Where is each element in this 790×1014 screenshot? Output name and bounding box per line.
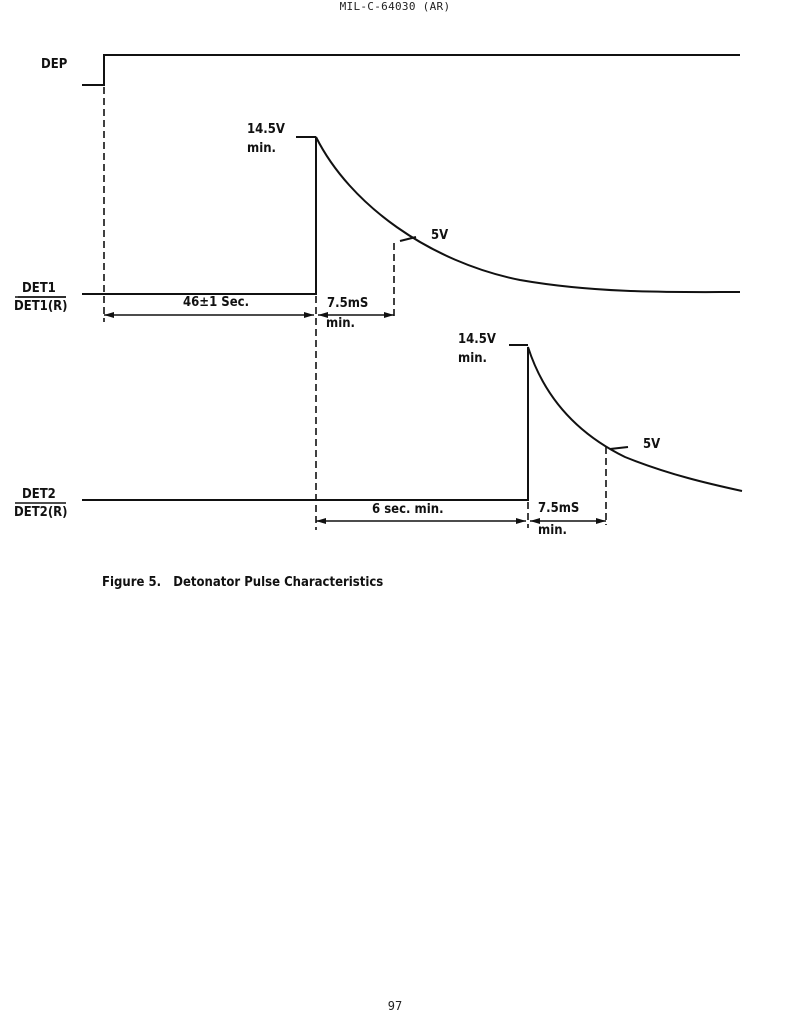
- det1-threshold-tick: [399, 236, 417, 242]
- det2-peak-qualifier: min.: [458, 351, 487, 366]
- det1-width-label: 7.5mS: [327, 296, 368, 311]
- det1-waveform: [82, 136, 741, 295]
- det1-width-qualifier: min.: [326, 316, 355, 331]
- det1-delay-arrow-right: [304, 312, 314, 318]
- det2-width-arrow-left: [530, 518, 540, 524]
- det2-width-qualifier: min.: [538, 523, 567, 538]
- det1r-label: DET1(R): [14, 299, 68, 314]
- figure-caption: Figure 5. Detonator Pulse Characteristic…: [102, 575, 384, 590]
- det2-delay-label: 6 sec. min.: [372, 502, 444, 517]
- det2-peak-value: 14.5V: [458, 332, 496, 347]
- det2-delay-arrow-right: [516, 518, 526, 524]
- det2-width-arrow-right: [596, 518, 606, 524]
- timing-diagram: DEP 14.5V min. 5V DET1 DET1(R) 46±1 Sec.…: [14, 54, 743, 538]
- det2-width-label: 7.5mS: [538, 501, 579, 516]
- page-number: 97: [387, 999, 403, 1013]
- det2-waveform: [82, 346, 743, 501]
- det2-label: DET2: [22, 487, 56, 502]
- det1-delay-arrow-left: [104, 312, 114, 318]
- det1-delay-label: 46±1 Sec.: [183, 295, 249, 310]
- det1-threshold-label: 5V: [431, 228, 448, 243]
- dep-label: DEP: [41, 57, 68, 72]
- det2r-label: DET2(R): [14, 505, 68, 520]
- det1-width-arrow-right: [384, 312, 394, 318]
- det1-peak-value: 14.5V: [247, 122, 285, 137]
- dep-waveform: [82, 54, 740, 86]
- det1-peak-qualifier: min.: [247, 141, 276, 156]
- det2-threshold-label: 5V: [643, 437, 660, 452]
- det1-label: DET1: [22, 281, 56, 296]
- document-header: MIL-C-64030 (AR): [339, 0, 451, 13]
- det1-width-arrow-left: [318, 312, 328, 318]
- det2-threshold-tick: [609, 446, 629, 450]
- det2-delay-arrow-left: [316, 518, 326, 524]
